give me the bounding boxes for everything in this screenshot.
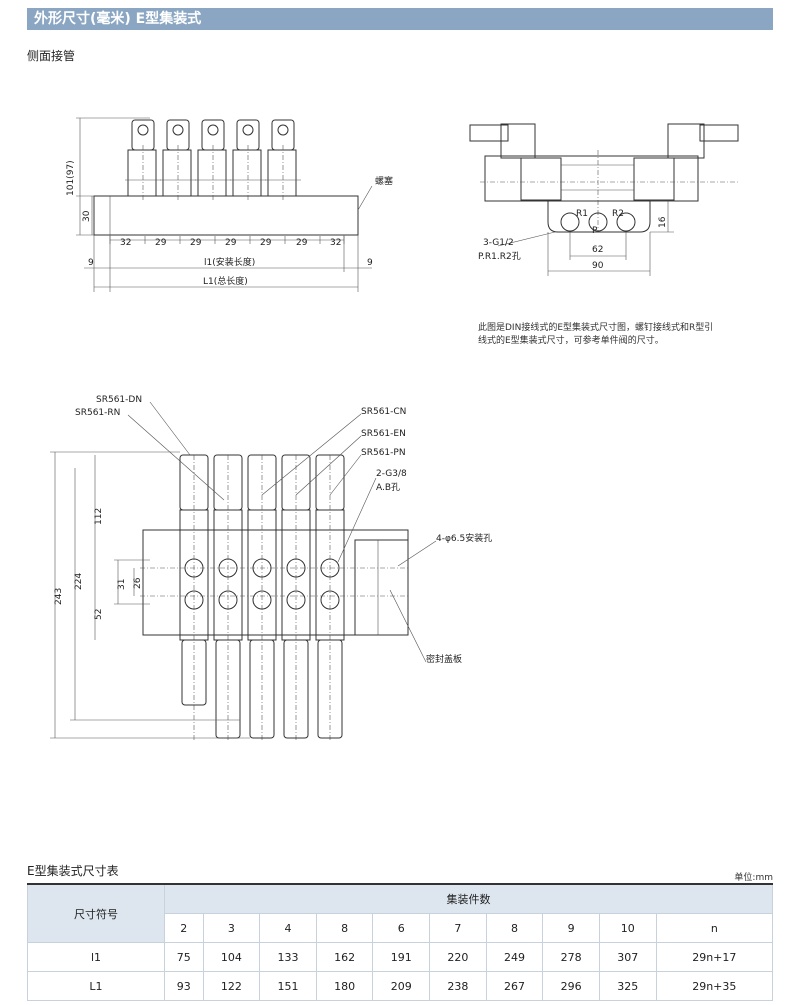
cell: 238 (429, 971, 487, 1001)
dim-224: 224 (74, 573, 84, 590)
col-header: 10 (598, 913, 657, 943)
table-caption: E型集装式尺寸表 (27, 864, 119, 878)
table-row: l1 75 104 133 162 191 220 249 278 307 29… (27, 942, 774, 972)
top-valve (315, 454, 345, 740)
dim-31: 31 (117, 579, 127, 590)
cell: 278 (542, 942, 600, 972)
top-valve (281, 454, 311, 740)
callout-pn: SR561-PN (361, 448, 406, 458)
row-label: l1 (27, 942, 165, 972)
L1-label: L1(总长度) (203, 275, 248, 287)
col-header: 2 (164, 913, 204, 943)
table-unit: 单位:mm (734, 873, 773, 883)
col-header: 8 (315, 913, 374, 943)
side-valve (230, 119, 266, 200)
dim-52: 52 (94, 609, 104, 620)
margin-right: 9 (367, 258, 373, 268)
cell: 151 (259, 971, 317, 1001)
cell: 29n+35 (655, 971, 774, 1001)
callout-ab: A.B孔 (376, 482, 400, 493)
drawing-note: 此图是DIN接线式的E型集装式尺寸图，螺钉接线式和R型引线式的E型集装式尺寸，可… (478, 323, 714, 346)
top-valve (213, 454, 243, 740)
dim-62: 62 (592, 245, 603, 255)
col-header: 3 (202, 913, 261, 943)
callout-rn: SR561-RN (75, 408, 120, 418)
cell: 325 (598, 971, 657, 1001)
header-bar (27, 8, 773, 30)
callout-mount: 4-φ6.5安装孔 (436, 532, 492, 544)
side-valve (195, 119, 231, 200)
dim-112: 112 (94, 508, 104, 525)
cell: 209 (372, 971, 431, 1001)
col-header: 7 (429, 913, 487, 943)
cell: 104 (202, 942, 261, 972)
plug-label: 螺塞 (375, 175, 393, 187)
side-valve (265, 119, 301, 200)
callout-dn: SR561-DN (96, 395, 142, 405)
dim-26: 26 (133, 577, 143, 589)
technical-drawings: 101(97) 30 螺塞 32 29 29 29 29 29 32 9 9 l… (50, 117, 740, 740)
port-R2: R2 (612, 209, 624, 219)
dim-90: 90 (592, 261, 604, 271)
cell: 267 (485, 971, 544, 1001)
top-valve (247, 454, 277, 740)
thread-label: 3-G1/2 (483, 238, 514, 248)
cell: 249 (485, 942, 544, 972)
col-header: 6 (372, 913, 431, 943)
callout-cn: SR561-CN (361, 407, 406, 417)
pitch-0: 32 (120, 238, 131, 248)
pitch-2: 29 (190, 238, 202, 248)
port-R1: R1 (576, 209, 588, 219)
page-title: 外形尺寸(毫米) E型集装式 (34, 11, 202, 27)
callout-cover: 密封盖板 (426, 653, 462, 665)
dim-243: 243 (54, 588, 64, 605)
end-view-drawing: R1 R2 P 3-G1/2 P.R1.R2孔 62 90 16 (469, 123, 740, 276)
cell: 220 (429, 942, 487, 972)
row-label: L1 (27, 971, 165, 1001)
table-row: L1 93 122 151 180 209 238 267 296 325 29… (27, 971, 774, 1001)
cell: 133 (259, 942, 317, 972)
side-view-label: 侧面接管 (27, 49, 76, 63)
cell: 180 (315, 971, 374, 1001)
cell: 191 (372, 942, 431, 972)
top-view-drawing: 243 224 112 52 31 26 SR561-DN SR561-RN S… (50, 395, 492, 740)
port-hole-label: P.R1.R2孔 (478, 251, 521, 262)
cell: 93 (164, 971, 204, 1001)
pitch-5: 29 (296, 238, 308, 248)
side-valve (160, 119, 196, 200)
dim-30: 30 (82, 210, 92, 222)
l1-label: l1(安装长度) (204, 256, 255, 268)
callout-en: SR561-EN (361, 429, 406, 439)
col-header: 8 (485, 913, 544, 943)
col-header: 4 (259, 913, 317, 943)
pitch-1: 29 (155, 238, 167, 248)
cell: 122 (202, 971, 261, 1001)
cell: 307 (598, 942, 657, 972)
dim-101: 101(97) (66, 160, 76, 196)
callout-g38: 2-G3/8 (376, 469, 407, 479)
col-header: 9 (542, 913, 600, 943)
margin-left: 9 (88, 258, 94, 268)
port-P: P (592, 226, 598, 236)
pitch-6: 32 (330, 238, 341, 248)
cell: 75 (164, 942, 204, 972)
top-valve (179, 454, 209, 740)
cell: 296 (542, 971, 600, 1001)
pitch-3: 29 (225, 238, 237, 248)
pitch-4: 29 (260, 238, 272, 248)
cell: 162 (315, 942, 374, 972)
group-header: 集装件数 (164, 883, 773, 914)
row-header: 尺寸符号 (27, 883, 165, 943)
dimension-table: 尺寸符号 集装件数 2 3 4 8 6 7 8 9 10 n l1 75 104… (27, 883, 774, 1001)
side-valve (125, 119, 161, 200)
cell: 29n+17 (655, 942, 774, 972)
col-header: n (655, 913, 774, 943)
dim-16: 16 (658, 216, 668, 228)
side-view-drawing: 101(97) 30 螺塞 32 29 29 29 29 29 32 9 9 l… (66, 117, 393, 292)
